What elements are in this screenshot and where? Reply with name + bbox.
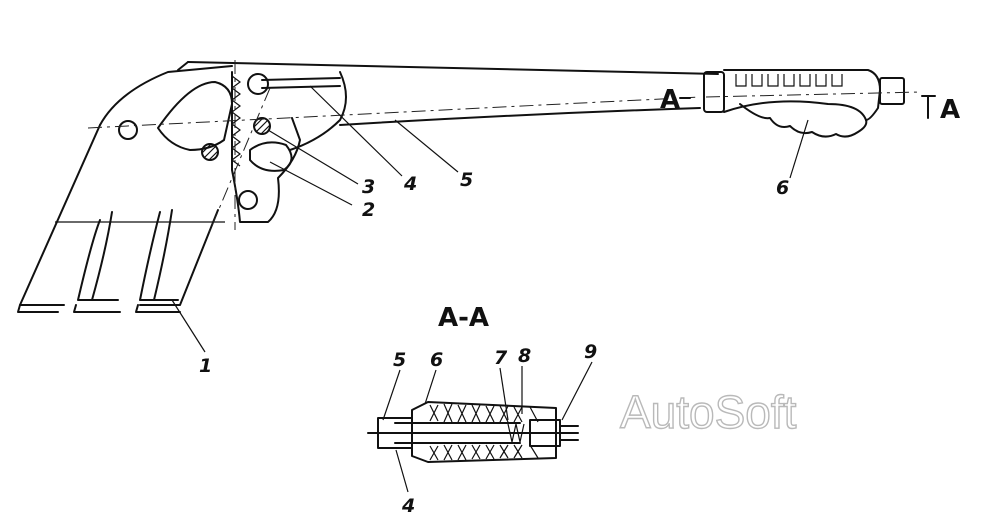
section-callout-9: 9 (584, 341, 597, 363)
lever-arm (177, 61, 719, 126)
base-bracket (17, 65, 258, 313)
section-marker: A A (660, 85, 960, 125)
callout-2: 2 (362, 199, 375, 221)
leader-lines (171, 85, 809, 353)
centre-lines (87, 60, 921, 236)
callout-3: 3 (362, 176, 375, 198)
callout-6: 6 (776, 177, 789, 199)
section-callout-4: 4 (401, 495, 415, 517)
section-marker-left: A (660, 85, 680, 115)
section-view (367, 401, 579, 463)
pawl (249, 141, 293, 172)
callout-4: 4 (403, 173, 417, 195)
section-marker-right: A (940, 95, 960, 125)
section-callout-6: 6 (430, 349, 443, 371)
callout-1: 1 (199, 355, 212, 377)
ratchet-sector-plate (231, 71, 301, 223)
section-callout-5: 5 (393, 349, 406, 371)
handle-grip (703, 69, 905, 138)
callout-5: 5 (460, 169, 473, 191)
section-title: A-A (438, 303, 489, 333)
section-callout-8: 8 (518, 345, 531, 367)
triangular-cutout (157, 81, 233, 151)
section-leader-lines (382, 361, 593, 493)
watermark: AutoSoft (620, 386, 797, 438)
section-callout-7: 7 (494, 347, 508, 369)
pivot-pins (201, 73, 271, 161)
pawl-rod (261, 71, 347, 151)
